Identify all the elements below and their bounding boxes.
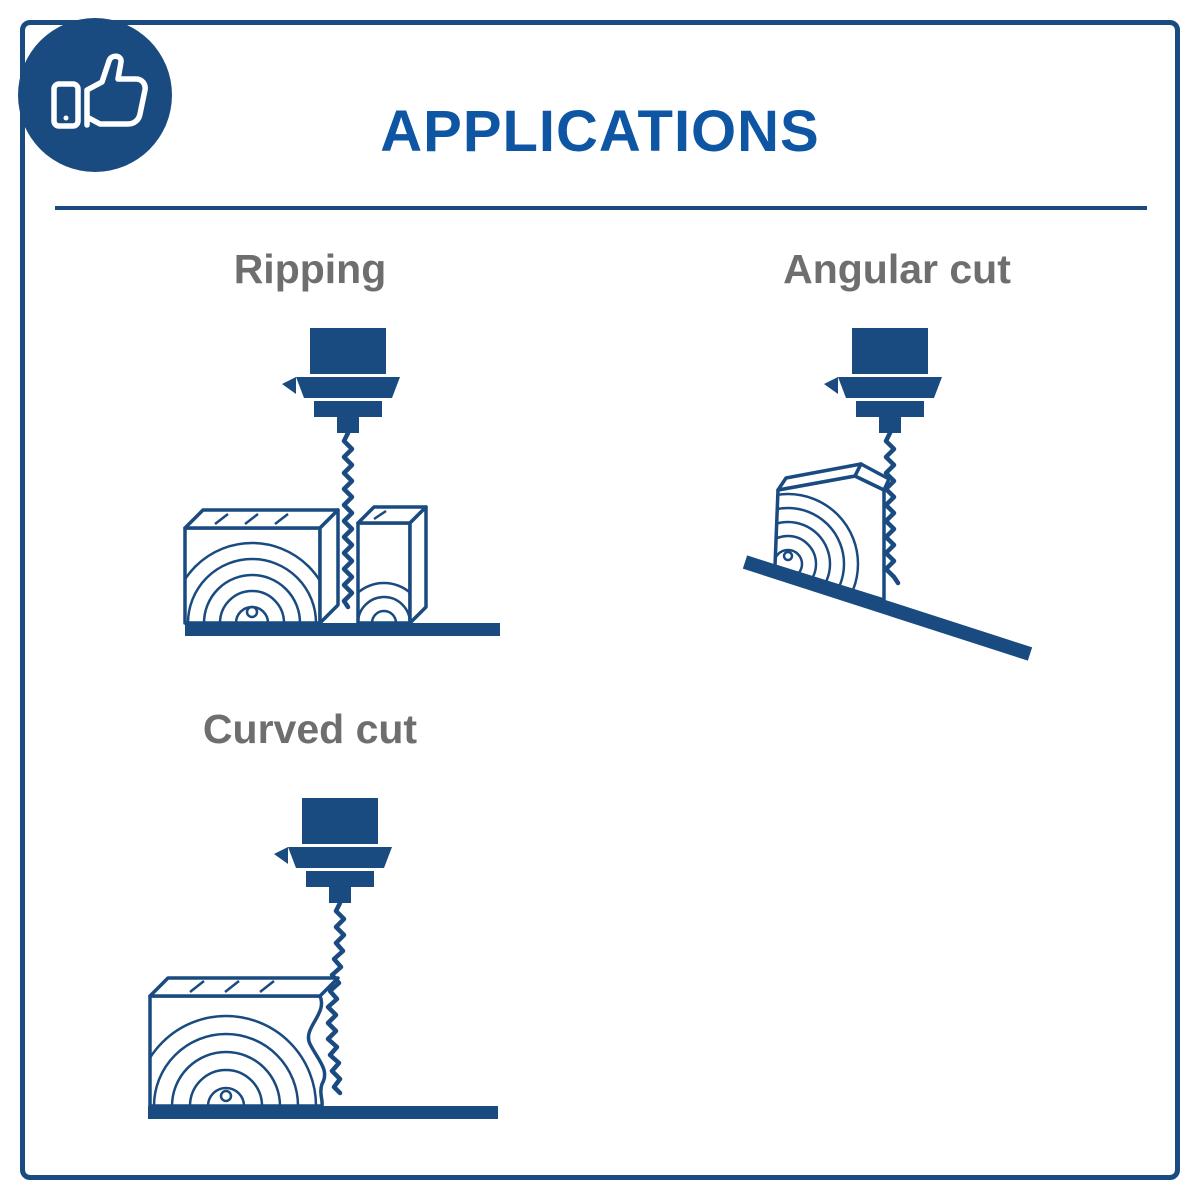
saw-blade bbox=[325, 900, 347, 1096]
saw-blade bbox=[883, 430, 901, 586]
phone-icon bbox=[51, 81, 81, 129]
wood-grain-top bbox=[214, 513, 289, 525]
thumbs-up-phone-icon bbox=[18, 18, 172, 172]
wood-grain-top bbox=[189, 980, 275, 993]
badge-circle bbox=[18, 18, 172, 172]
curved-cut-illustration bbox=[148, 798, 498, 1119]
angular-cut-illustration bbox=[742, 328, 1033, 661]
wood-block bbox=[148, 976, 340, 1108]
wood-grain bbox=[358, 581, 410, 623]
work-surface bbox=[148, 1106, 498, 1119]
page-title: APPLICATIONS bbox=[380, 99, 820, 164]
bandsaw-icon bbox=[282, 328, 400, 433]
bandsaw-icon bbox=[274, 798, 392, 903]
inclined-work-surface bbox=[742, 555, 1033, 661]
phone-home-dot bbox=[63, 115, 69, 121]
ripping-illustration bbox=[183, 328, 500, 636]
wood-grain-top bbox=[373, 509, 387, 521]
wood-block-left bbox=[183, 508, 340, 625]
saw-blade bbox=[341, 430, 355, 610]
section-label-curved-cut: Curved cut bbox=[202, 706, 418, 752]
wood-block bbox=[773, 462, 891, 602]
wood-block-right bbox=[356, 505, 428, 625]
section-label-ripping: Ripping bbox=[233, 246, 387, 292]
thumbs-up-icon bbox=[84, 53, 148, 128]
work-surface bbox=[185, 623, 500, 636]
section-label-angular-cut: Angular cut bbox=[783, 246, 1011, 292]
title-divider bbox=[55, 206, 1147, 210]
thumbs-up-badge bbox=[14, 14, 176, 176]
wood-grain bbox=[150, 1014, 318, 1106]
wood-grain bbox=[185, 541, 320, 623]
page-border bbox=[20, 20, 1180, 1180]
bandsaw-icon bbox=[824, 328, 942, 433]
